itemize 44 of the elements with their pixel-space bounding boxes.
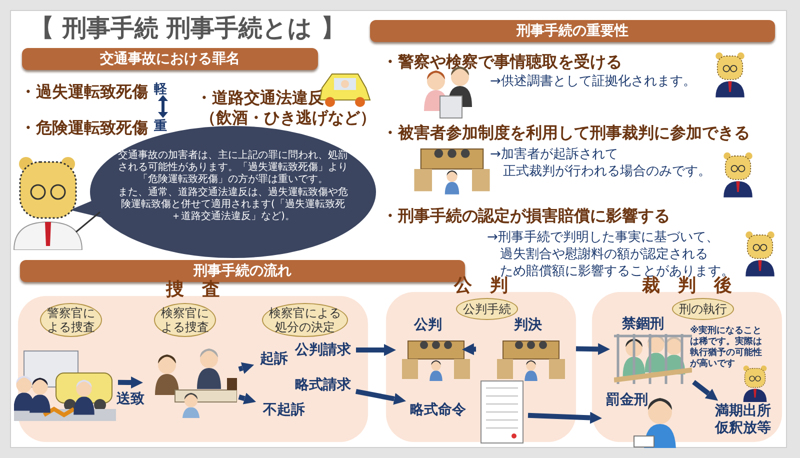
arrow xyxy=(692,380,718,401)
speech-text: また、通常、道路交通法違反は、過失運転致傷や危険運転致傷と併せて適用されます(「過失運転致死＋道路交通法違反」など)。 xyxy=(118,187,348,223)
note-text: →供述調書として証拠化されます。 xyxy=(490,73,696,91)
arrow xyxy=(355,388,406,405)
step-oval: 刑の執行 xyxy=(672,298,734,320)
step-text: 判決 xyxy=(514,317,542,334)
arrow xyxy=(576,343,610,356)
arrow xyxy=(238,362,254,374)
step-text: 禁錮刑 xyxy=(622,316,664,333)
step-text: 起訴 xyxy=(256,347,292,371)
note-text: 正式裁判が行われる場合のみです。 xyxy=(503,163,711,181)
arrow xyxy=(356,344,396,356)
note-text: ※実刑になることは稀です。実際は執行猶予の可能性が高いです xyxy=(690,326,763,370)
step-text: 罰金刑 xyxy=(606,392,648,409)
note-text: ・警察や検察で事情聴取を受ける xyxy=(382,51,622,73)
step-text: 公判 xyxy=(414,317,442,334)
arrow xyxy=(238,392,256,404)
edge-label: 送致 xyxy=(116,390,144,406)
note-text: 重 xyxy=(154,118,167,136)
note-text: ・被害者参加制度を利用して刑事裁判に参加できる xyxy=(382,122,750,144)
note-text: ・過失運転致死傷 xyxy=(20,81,148,103)
note-text: ・刑事手続の認定が損害賠償に影響する xyxy=(382,205,670,227)
arrow xyxy=(462,343,476,356)
note-text: →加害者が起訴されて xyxy=(490,146,618,164)
step-text: 公判請求 xyxy=(292,340,354,360)
stage-heading: 捜 査 xyxy=(166,280,220,300)
note-text: （飲酒・ひき逃げなど） xyxy=(200,107,376,129)
arrow xyxy=(118,376,143,389)
step-oval: 検察官による捜査 xyxy=(154,303,216,337)
note-text: 軽 xyxy=(154,81,167,99)
step-text: 略式請求 xyxy=(292,375,354,395)
note-text: 【 刑事手続 刑事手続とは 】 xyxy=(30,13,346,44)
section-header-bar: 交通事故における罪名 xyxy=(22,48,318,70)
step-oval: 警察官による捜査 xyxy=(40,303,102,337)
step-text: 略式命令 xyxy=(410,402,466,419)
note-text: ・危険運転致死傷 xyxy=(20,117,148,139)
note-text: 過失割合や慰謝料の額が認定される xyxy=(500,246,708,264)
step-oval: 検察官による処分の決定 xyxy=(262,303,348,337)
note-text: ・道路交通法違反 xyxy=(196,87,324,109)
step-text: 満期出所仮釈放等 xyxy=(712,402,774,438)
section-header-bar: 刑事手続の重要性 xyxy=(370,20,775,42)
step-text: 不起訴 xyxy=(258,399,310,421)
note-text: →刑事手続で判明した事実に基づいて、 xyxy=(487,229,719,247)
arrow xyxy=(528,412,602,424)
